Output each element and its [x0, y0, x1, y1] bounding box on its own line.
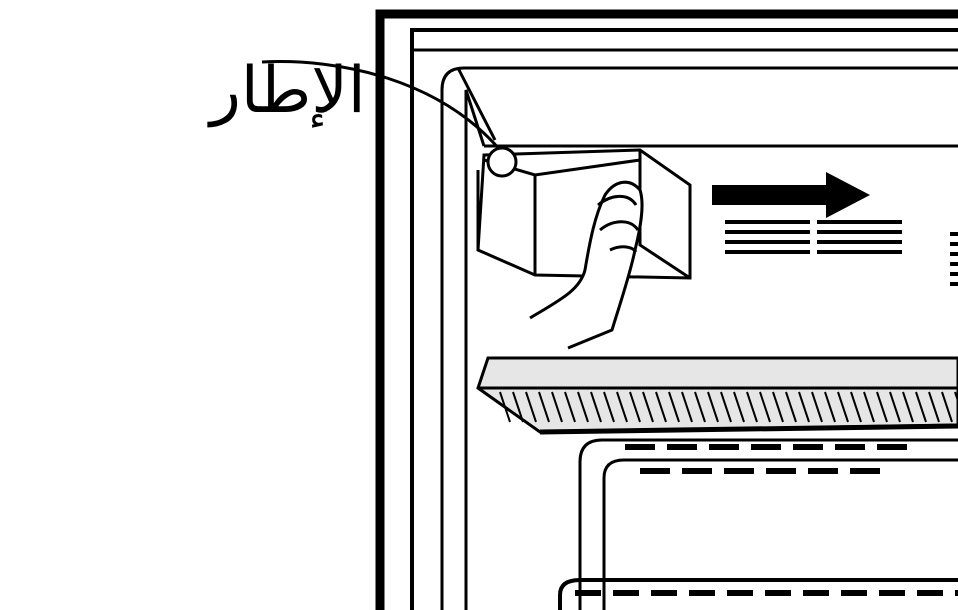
- rail-dash: [613, 590, 639, 596]
- vent-grille-left: [725, 220, 810, 254]
- vent-grille-right: [817, 220, 902, 254]
- vent-grille-edge: [950, 232, 958, 286]
- drawer-dash: [835, 444, 865, 450]
- direction-arrow: [712, 172, 870, 218]
- clip-marker: [488, 148, 516, 176]
- drawer-dash: [793, 444, 823, 450]
- drawer-dash: [640, 468, 670, 474]
- drawer-dash: [850, 468, 880, 474]
- drawer-dash: [667, 444, 697, 450]
- drawer-bottom-rail: [560, 580, 958, 610]
- drawer-dash: [709, 444, 739, 450]
- drawer-dash: [808, 468, 838, 474]
- rail-dash: [727, 590, 753, 596]
- drawer-dash: [751, 444, 781, 450]
- inner-liner: [442, 68, 958, 610]
- drawer-dash: [724, 468, 754, 474]
- rail-dash: [689, 590, 715, 596]
- rail-dash: [765, 590, 791, 596]
- drawer-dash: [766, 468, 796, 474]
- drawer-dash: [625, 444, 655, 450]
- glass-shelf: [478, 358, 958, 432]
- rail-dash: [841, 590, 867, 596]
- drawer-dash: [682, 468, 712, 474]
- crisper-drawer: [580, 440, 958, 610]
- rail-dash: [803, 590, 829, 596]
- callout-label: الإطار: [207, 54, 366, 128]
- drawer-dash: [877, 444, 907, 450]
- rail-dash: [651, 590, 677, 596]
- rail-dash: [575, 590, 601, 596]
- rail-dash: [917, 590, 943, 596]
- rail-dash: [879, 590, 905, 596]
